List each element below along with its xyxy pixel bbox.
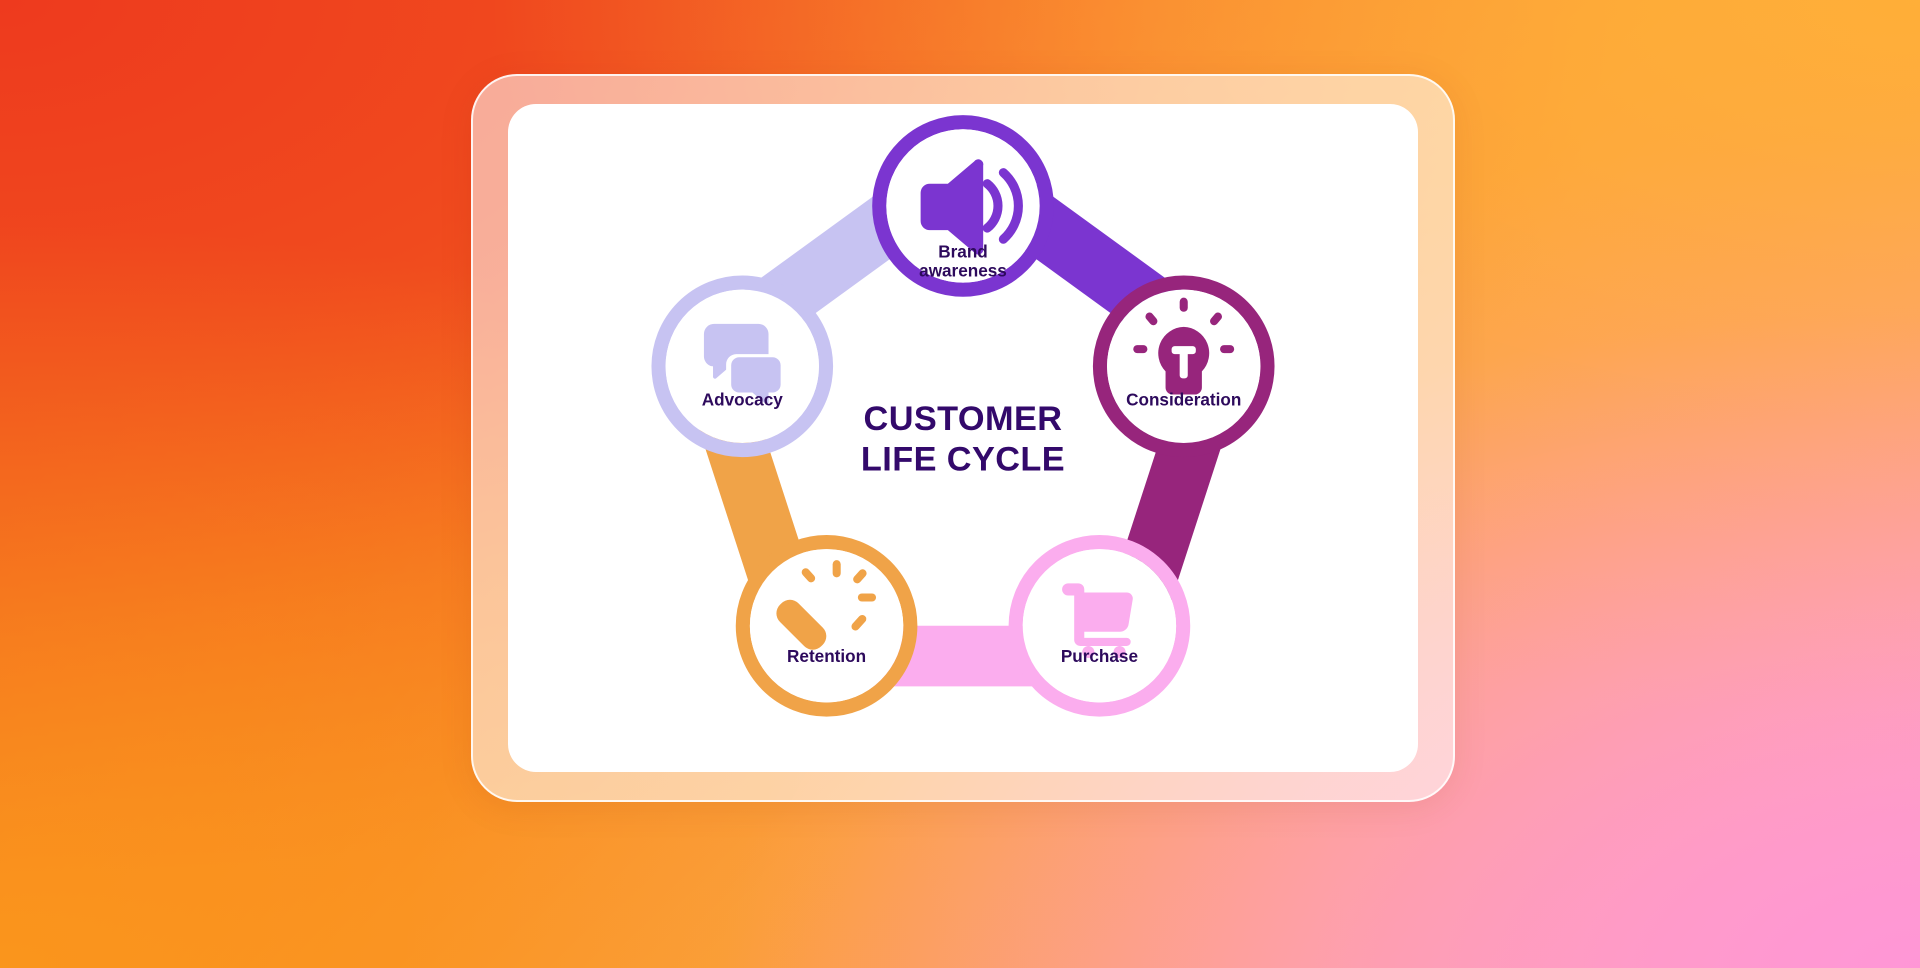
node-brand-awareness[interactable]: Brand awareness [872, 115, 1054, 297]
node-advocacy[interactable]: Advocacy [651, 275, 834, 458]
node-ring-purchase [1008, 534, 1191, 717]
node-label-advocacy: Advocacy [702, 390, 783, 410]
node-retention[interactable]: Retention [735, 534, 918, 717]
node-consideration[interactable]: Consideration [1092, 275, 1275, 458]
lightbulb-icon [1133, 297, 1235, 395]
node-ring-consideration [1092, 275, 1275, 458]
shopping-cart-icon [1062, 583, 1133, 659]
node-label-brand-awareness-line1: Brand [938, 241, 988, 261]
node-label-brand-awareness-line2: awareness [919, 261, 1007, 281]
center-title-line2: LIFE CYCLE [861, 440, 1065, 478]
diagram-card: Brand awareness Consideration [508, 104, 1418, 772]
magic-wand-icon [776, 560, 877, 650]
chat-bubbles-icon [703, 323, 785, 408]
node-label-consideration: Consideration [1126, 390, 1241, 410]
node-label-purchase: Purchase [1061, 646, 1138, 666]
node-ring-retention [735, 534, 918, 717]
customer-life-cycle-diagram: Brand awareness Consideration [651, 115, 1275, 717]
speaker-volume-icon [920, 159, 1023, 255]
center-title-line1: CUSTOMER [864, 400, 1063, 438]
node-label-retention: Retention [787, 646, 866, 666]
pentagon-inner-mask [786, 252, 1140, 589]
node-ring-advocacy [651, 275, 834, 458]
node-ring-brand-awareness [872, 115, 1054, 297]
node-disc-retention [749, 549, 904, 703]
node-purchase[interactable]: Purchase [1008, 534, 1191, 717]
